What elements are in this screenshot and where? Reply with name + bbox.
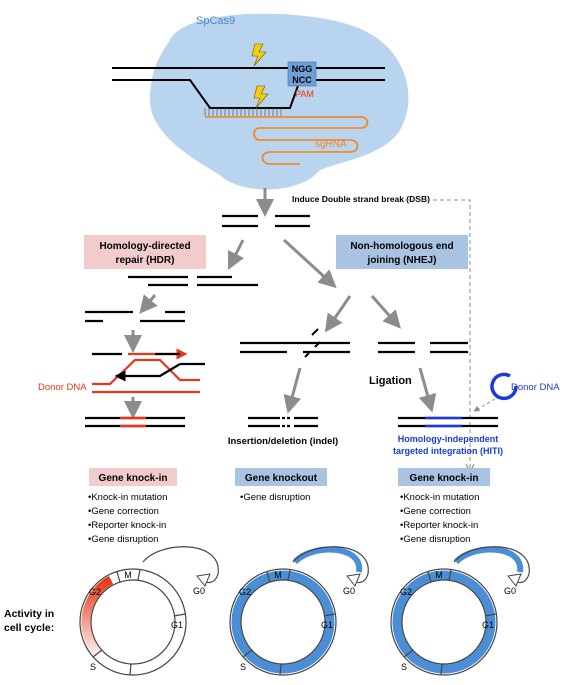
dsb-label: Induce Double strand break (DSB) — [292, 194, 430, 204]
outcome-nhej: Gene knockout •Gene disruption — [235, 468, 327, 503]
outcome-hiti: Gene knock-in •Knock-in mutation •Gene c… — [398, 468, 490, 545]
lightning-icon — [251, 43, 267, 67]
outcome-item: •Knock-in mutation — [400, 492, 479, 503]
outcome-item: •Reporter knock-in — [400, 520, 478, 531]
nhej-staggered-ends — [240, 341, 350, 354]
svg-text:S: S — [240, 662, 246, 672]
nhej-column: Ligation Insertion/deletion (indel) — [228, 295, 468, 447]
outcome-item: •Gene disruption — [240, 492, 310, 503]
indel-dna — [248, 416, 318, 428]
outcome-title-box — [398, 468, 490, 486]
nhej-title-line1: Non-homologous end — [350, 241, 453, 252]
svg-text:G0: G0 — [343, 586, 355, 596]
cell-cycle-nhej: M G2 G1 S G0 — [229, 546, 369, 676]
hiti-result-dna — [398, 416, 498, 428]
sgrna-spacer — [204, 108, 282, 116]
sgrna-label: sgRNA — [315, 139, 347, 150]
nhej-title-box — [336, 235, 468, 269]
svg-text:G2: G2 — [239, 587, 251, 597]
hdr-header: Homology-directed repair (HDR) — [84, 235, 206, 269]
hdr-donor-label: Donor DNA — [38, 382, 87, 393]
svg-text:M: M — [435, 570, 443, 580]
outcome-title: Gene knockout — [245, 473, 318, 484]
outcome-title: Gene knock-in — [99, 473, 168, 484]
outcome-title-box — [89, 468, 177, 486]
nhej-blunt-ends — [378, 341, 468, 354]
pam-label: PAM — [295, 89, 314, 99]
outcome-title-box — [235, 468, 327, 486]
sgrna-strand — [205, 116, 369, 165]
hiti-label-line1: Homology-independent — [398, 434, 499, 444]
outcome-item: •Gene disruption — [400, 534, 470, 545]
svg-text:S: S — [401, 662, 407, 672]
svg-text:G2: G2 — [89, 587, 101, 597]
g0-loop-arrow — [142, 546, 219, 584]
cell-cycle-row-label-line2: cell cycle: — [4, 622, 54, 634]
pam-top-label: NGG — [292, 64, 313, 74]
svg-text:G1: G1 — [171, 620, 183, 630]
cell-cycle-hdr: M G2 G1 S G0 — [79, 546, 219, 676]
outcome-item: •Knock-in mutation — [88, 492, 167, 503]
outcome-title: Gene knock-in — [410, 473, 479, 484]
dsb-to-hiti-dashed-arrow — [405, 199, 471, 470]
svg-text:S: S — [90, 662, 96, 672]
indel-label: Insertion/deletion (indel) — [228, 436, 338, 447]
nhej-title-line2: joining (NHEJ) — [367, 255, 437, 266]
hiti-activity-ring — [392, 570, 496, 674]
cas9-complex: SpCas9 sgRNA NGG NCC PAM — [112, 13, 409, 190]
svg-text:G0: G0 — [193, 586, 205, 596]
hdr-title-box — [84, 235, 206, 269]
hdr-result-dna — [85, 416, 185, 428]
dsb-broken-dna — [222, 214, 310, 228]
outcome-hdr: Gene knock-in •Knock-in mutation •Gene c… — [88, 468, 177, 545]
pam-box — [287, 61, 317, 87]
svg-text:G2: G2 — [400, 587, 412, 597]
svg-text:G0: G0 — [504, 586, 516, 596]
outcome-item: •Reporter knock-in — [88, 520, 166, 531]
ligation-label: Ligation — [369, 375, 412, 387]
hdr-column: Donor DNA — [38, 275, 258, 428]
hdr-title-line1: Homology-directed — [99, 241, 190, 252]
cas9-label: SpCas9 — [196, 15, 235, 27]
hiti-donor-label: Donor DNA — [511, 382, 560, 393]
svg-text:G1: G1 — [482, 620, 494, 630]
outcome-item: •Gene disruption — [88, 534, 158, 545]
cas9-blob — [150, 13, 409, 190]
outcome-item: •Gene correction — [88, 506, 159, 517]
svg-text:M: M — [274, 570, 282, 580]
hiti-donor-icon — [490, 372, 518, 401]
lightning-icon — [253, 85, 269, 109]
pam-bottom-label: NCC — [292, 75, 312, 85]
hiti-column: Donor DNA Homology-independent targeted … — [393, 372, 560, 456]
hdr-title-line2: repair (HDR) — [116, 255, 175, 266]
svg-text:M: M — [124, 570, 132, 580]
cell-cycle-row-label-line1: Activity in — [4, 608, 54, 620]
hiti-label-line2: targeted integration (HITI) — [393, 446, 503, 456]
svg-text:G1: G1 — [321, 620, 333, 630]
outcome-item: •Gene correction — [400, 506, 471, 517]
hdr-activity-arc — [81, 576, 114, 657]
hdr-strand-invasion — [92, 348, 205, 394]
nhej-header: Non-homologous end joining (NHEJ) — [336, 235, 468, 269]
nhej-activity-ring — [231, 570, 335, 674]
cell-cycle-hiti: M G2 G1 S G0 — [390, 546, 530, 676]
dsb-section: Induce Double strand break (DSB) — [222, 188, 475, 474]
